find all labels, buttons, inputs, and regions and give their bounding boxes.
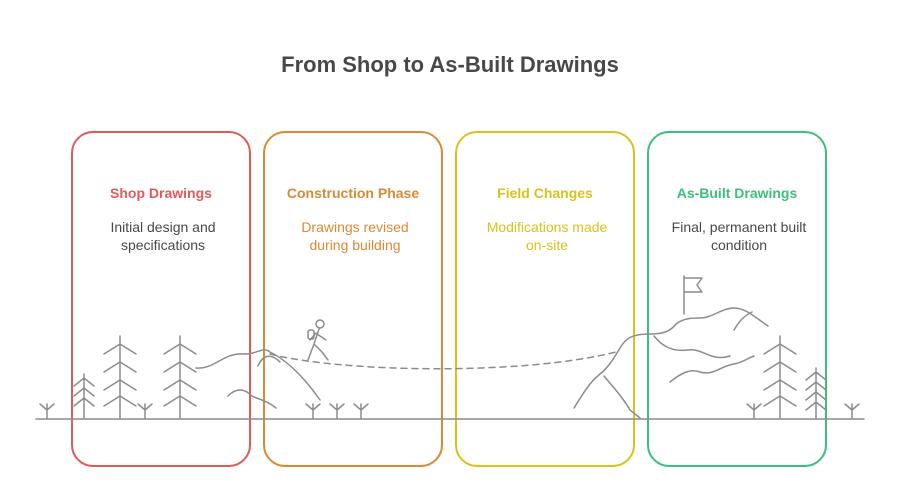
stage-card-construction-phase: Construction Phase Drawings revised duri… bbox=[263, 131, 443, 467]
stage-description: Drawings revised during building bbox=[277, 218, 433, 254]
grass-icon bbox=[844, 403, 860, 419]
stage-title: As-Built Drawings bbox=[676, 185, 798, 201]
stage-description: Modifications made on-site bbox=[469, 218, 625, 254]
stage-description-line: condition bbox=[710, 237, 768, 253]
stage-description-line: during building bbox=[309, 237, 401, 253]
stage-description-line: specifications bbox=[120, 237, 206, 253]
stage-description: Final, permanent built condition bbox=[661, 218, 817, 254]
stage-description: Initial design and specifications bbox=[85, 218, 241, 254]
stage-card-as-built-drawings: As-Built Drawings Final, permanent built… bbox=[647, 131, 827, 467]
stage-title: Shop Drawings bbox=[110, 185, 212, 201]
stage-description-line: Final, permanent built bbox=[671, 219, 807, 235]
grass-icon bbox=[39, 403, 55, 419]
stage-description-line: Drawings revised bbox=[301, 219, 409, 235]
stage-card-shop-drawings: Shop Drawings Initial design and specifi… bbox=[71, 131, 251, 467]
stage-description-line: Modifications made bbox=[486, 219, 608, 235]
stage-title: Construction Phase bbox=[286, 185, 420, 201]
stage-description-line: on-site bbox=[525, 237, 569, 253]
stage-card-field-changes: Field Changes Modifications made on-site bbox=[455, 131, 635, 467]
stage-description-line: Initial design and bbox=[110, 219, 216, 235]
stage-title: Field Changes bbox=[497, 185, 593, 201]
diagram-title: From Shop to As-Built Drawings bbox=[281, 52, 619, 77]
